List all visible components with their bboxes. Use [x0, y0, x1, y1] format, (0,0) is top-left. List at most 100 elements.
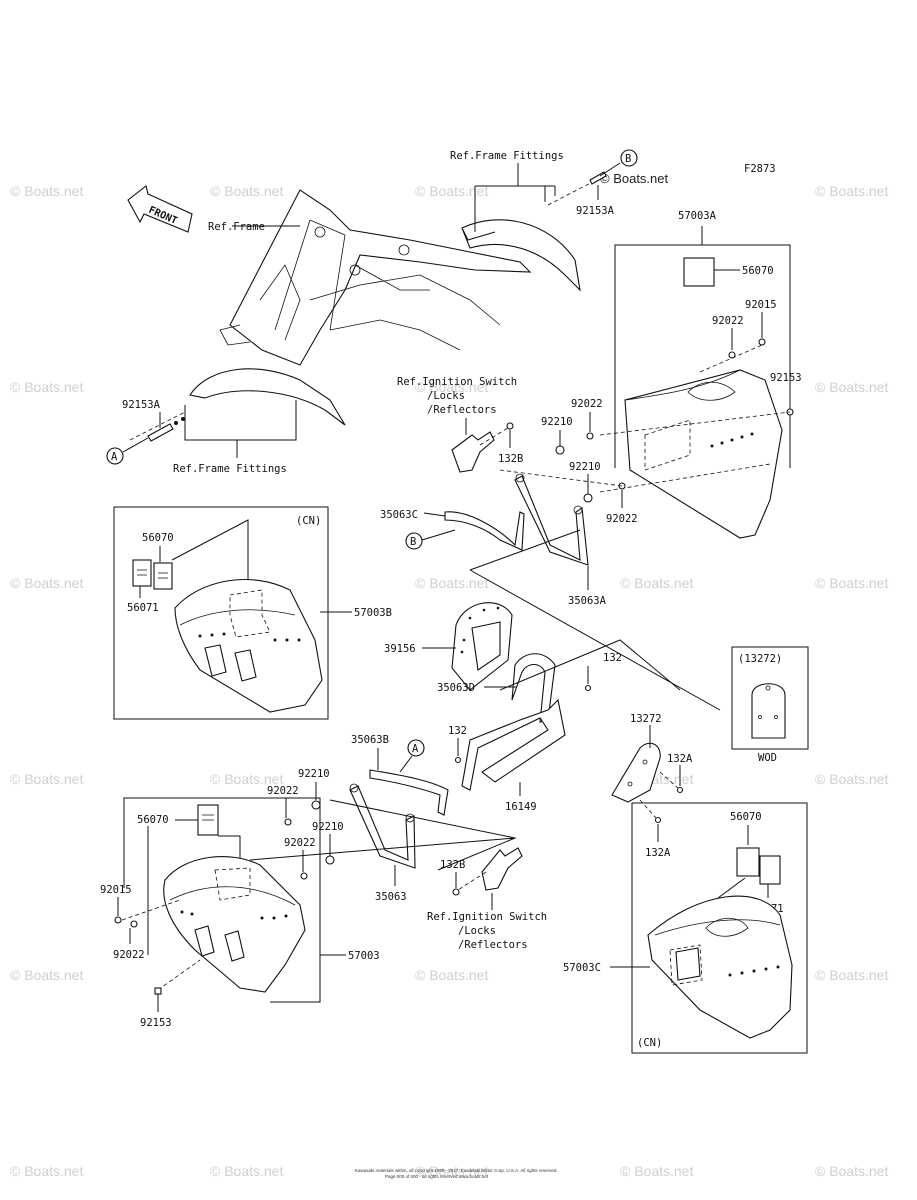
sticker-56071-b — [132, 559, 152, 587]
callout-b-mid-label: B — [410, 536, 416, 548]
nut-92210-c — [311, 800, 321, 810]
watermark: © Boats.net — [415, 967, 488, 983]
watermark: © Boats.net — [10, 771, 83, 787]
part-label-35063: 35063 — [375, 891, 407, 903]
watermark: © Boats.net — [10, 183, 83, 199]
saddlebag-57003 — [163, 856, 306, 993]
bolt-92153-b — [154, 987, 162, 995]
cn-box-left-label: (CN) — [296, 515, 321, 527]
washer-92022-b — [586, 432, 594, 440]
callout-a-bottom — [407, 739, 425, 757]
frame-fittings-left-drawing — [189, 368, 346, 426]
watermark: © Boats.net — [815, 1163, 888, 1179]
part-label-92210-b: 92210 — [569, 461, 601, 473]
part-label-57003b: 57003B — [354, 607, 392, 619]
cn-box-left — [113, 506, 329, 720]
cn-box-right-label: (CN) — [637, 1037, 662, 1049]
part-label-57003: 57003 — [348, 950, 380, 962]
ignition-bracket-top — [451, 431, 495, 473]
part-label-92022-f: 92022 — [113, 949, 145, 961]
part-label-92210-a: 92210 — [541, 416, 573, 428]
bracket-35063 — [349, 783, 416, 869]
watermark: © Boats.net — [620, 1163, 693, 1179]
watermark: © Boats.net — [210, 771, 283, 787]
part-label-56070-b: 56070 — [142, 532, 174, 544]
watermark: © Boats.net — [620, 575, 693, 591]
part-label-92153a-left: 92153A — [122, 399, 161, 411]
callout-a-left — [106, 447, 124, 465]
bolt-132b-a — [506, 422, 514, 430]
part-label-92015-b: 92015 — [100, 884, 132, 896]
part-label-132-a: 132 — [603, 652, 622, 664]
saddlebag-57003c — [647, 895, 793, 1039]
part-label-92153-b: 92153 — [140, 1017, 172, 1029]
part-label-35063b: 35063B — [351, 734, 389, 746]
part-label-132a-a: 132A — [667, 753, 693, 765]
part-label-92022-e: 92022 — [284, 837, 316, 849]
ref-frame-fittings-left: Ref.Frame Fittings — [173, 463, 287, 475]
part-label-56071-b: 56071 — [127, 602, 159, 614]
callout-a-bottom-label: A — [412, 743, 419, 755]
saddlebag-57003a — [624, 369, 783, 539]
watermark: © Boats.net — [815, 967, 888, 983]
wod-box — [731, 646, 809, 750]
part-label-39156: 39156 — [384, 643, 416, 655]
nut-92210-d — [325, 855, 335, 865]
bolt-132a-b — [654, 816, 662, 824]
part-label-92022-c: 92022 — [606, 513, 638, 525]
washer-92022-e — [300, 872, 308, 880]
watermark: © Boats.net — [210, 1163, 283, 1179]
watermark: © Boats.net — [815, 575, 888, 591]
watermark: © Boats.net — [415, 575, 488, 591]
nut-92210-a — [555, 445, 565, 455]
bracket-35063b — [369, 769, 449, 816]
sticker-56070-a — [683, 257, 715, 287]
watermark: © Boats.net — [10, 1163, 83, 1179]
ref-ignition-top-1: Ref.Ignition Switch — [397, 376, 517, 388]
frame-fittings-top-drawing — [461, 219, 581, 292]
part-label-92153a-top: 92153A — [576, 205, 615, 217]
bolt-92015-a — [758, 338, 766, 346]
part-label-56070-a: 56070 — [742, 265, 774, 277]
bolt-92015-b — [114, 916, 122, 924]
pad-39156 — [451, 602, 513, 691]
ref-ignition-bottom-1: Ref.Ignition Switch — [427, 911, 547, 923]
sticker-56071-d — [759, 855, 781, 885]
plate-13272-wod — [751, 683, 786, 739]
watermark: © Boats.net — [815, 771, 888, 787]
part-label-132a-b: 132A — [645, 847, 671, 859]
part-label-92015-a: 92015 — [745, 299, 777, 311]
watermark: © Boats.net — [10, 379, 83, 395]
front-arrow-icon: FRONT — [127, 185, 193, 233]
part-label-92022-b: 92022 — [571, 398, 603, 410]
plate-13272 — [611, 742, 661, 803]
part-label-57003a: 57003A — [678, 210, 717, 222]
part-label-35063a: 35063A — [568, 595, 607, 607]
bolt-132b-b — [452, 888, 460, 896]
watermark: © Boats.net — [10, 967, 83, 983]
watermark: © Boats.net — [415, 1163, 488, 1179]
ref-ignition-bottom-2: /Locks — [458, 925, 496, 937]
figure-code: F2873 — [744, 163, 776, 175]
bolt-132-b — [454, 756, 462, 764]
washer-92022-a — [728, 351, 736, 359]
part-label-56070-c: 56070 — [137, 814, 169, 826]
washer-92022-d — [284, 818, 292, 826]
part-label-92210-d: 92210 — [312, 821, 344, 833]
watermark: © Boats.net — [815, 183, 888, 199]
cn-box-right — [631, 802, 808, 1054]
ref-frame-fittings-top: Ref.Frame Fittings — [450, 150, 564, 162]
bolt-92153a-left — [147, 423, 174, 442]
watermark: © Boats.net — [815, 379, 888, 395]
ref-frame-label: Ref.Frame — [208, 221, 265, 233]
callout-b-top-label: B — [625, 153, 631, 165]
bolt-132a-a — [676, 786, 684, 794]
copyright-line-1: Kawasaki materials within, all copyright… — [355, 1168, 558, 1173]
callout-a-left-label: A — [111, 451, 118, 463]
callout-b-mid — [405, 532, 423, 550]
wod-box-code: (13272) — [738, 653, 782, 665]
part-label-92153-a: 92153 — [770, 372, 802, 384]
part-label-13272: 13272 — [630, 713, 662, 725]
part-label-92022-a: 92022 — [712, 315, 744, 327]
